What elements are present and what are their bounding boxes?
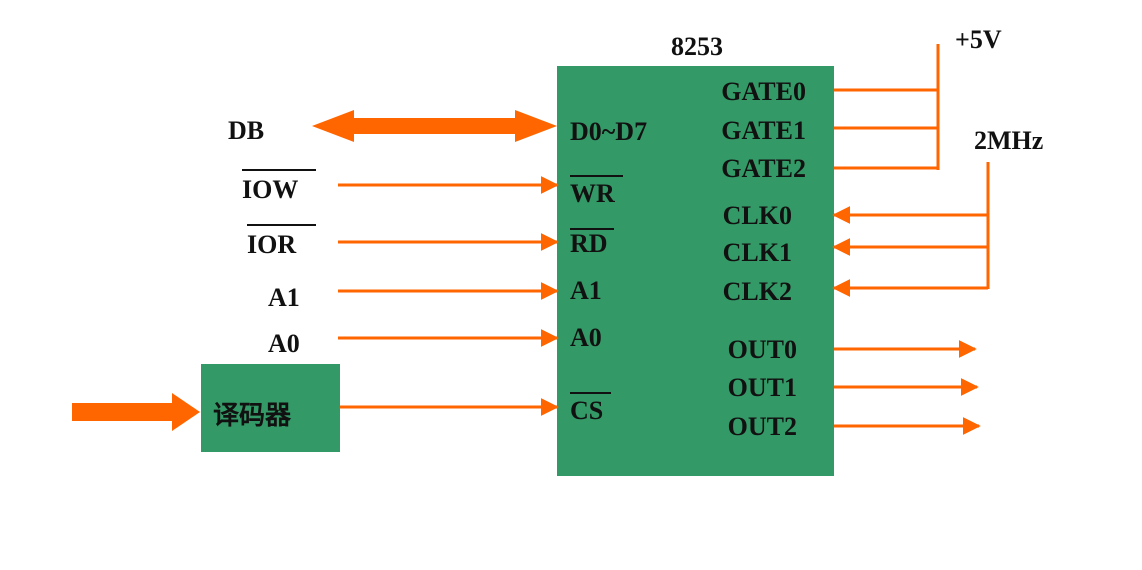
pin-gate0: GATE0	[721, 77, 806, 106]
chip-title: 8253	[671, 32, 723, 61]
pin-out0: OUT0	[728, 335, 797, 364]
pin-a1: A1	[570, 276, 602, 305]
decoder-input-arrow	[72, 393, 200, 431]
decoder-box	[201, 364, 340, 452]
pin-a0: A0	[570, 323, 602, 352]
signal-iow: IOW	[242, 175, 298, 204]
pin-clk1: CLK1	[723, 238, 792, 267]
decoder-label: 译码器	[213, 401, 292, 431]
pin-cs: CS	[570, 396, 603, 425]
pin-gate2: GATE2	[721, 154, 806, 183]
pin-out1: OUT1	[728, 373, 797, 402]
signal-vcc: +5V	[955, 25, 1002, 54]
signal-a1: A1	[268, 283, 300, 312]
pin-wr: WR	[570, 179, 615, 208]
pin-clk2: CLK2	[723, 277, 792, 306]
pin-d0-d7: D0~D7	[570, 117, 647, 146]
chip-8253-body	[557, 66, 834, 476]
pin-out2: OUT2	[728, 412, 797, 441]
signal-ior: IOR	[247, 230, 296, 259]
signal-a0: A0	[268, 329, 300, 358]
pin-clk0: CLK0	[723, 201, 792, 230]
pin-gate1: GATE1	[721, 116, 806, 145]
signal-clock: 2MHz	[974, 126, 1043, 155]
signal-db: DB	[228, 116, 264, 145]
data-bus-arrow	[312, 110, 557, 142]
pin-rd: RD	[570, 229, 608, 258]
